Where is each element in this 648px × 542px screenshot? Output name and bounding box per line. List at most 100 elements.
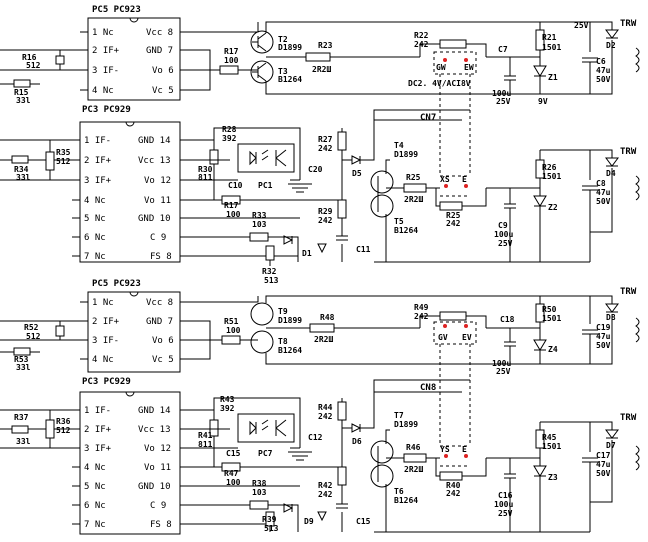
c9-value: 100u: [494, 230, 513, 239]
r45-label: R45: [542, 433, 557, 442]
pc929b-pin-8: FS 8: [150, 520, 172, 530]
t5-value: B1264: [394, 226, 418, 235]
pin-4-nc: 4 Nc: [92, 86, 114, 96]
c8-value: 47u: [596, 188, 611, 197]
pc929b-pin-6: 6 Nc: [84, 501, 106, 511]
pc929-pin-11: Vo 11: [144, 196, 171, 206]
r32-value: 513: [264, 276, 279, 285]
r37-value: 33l: [16, 437, 31, 446]
r22-value: 242: [414, 40, 429, 49]
pc923b-pin-8: Vcc 8: [146, 298, 173, 308]
r28-value: 392: [222, 134, 237, 143]
r26-value: 1501: [542, 172, 561, 181]
pc7-label: PC7: [258, 449, 273, 458]
t8-label: T8: [278, 337, 288, 346]
c7-label: C7: [498, 45, 508, 54]
r30-value: 811: [198, 173, 213, 182]
r27-value: 242: [318, 144, 333, 153]
z1-value: 9V: [538, 97, 548, 106]
ground-icon: [288, 447, 312, 461]
c7-voltage: 25V: [496, 97, 511, 106]
pc929-pin-13: Vcc 13: [138, 156, 171, 166]
r30-label: R30: [198, 165, 213, 174]
channel-4: PC3 PC929 1 IF- 2 IF+ 3 IF+ 4 Nc 5 Nc 6 …: [0, 344, 640, 535]
r36-value: 512: [56, 426, 71, 435]
pin-8-vcc: Vcc 8: [146, 28, 173, 38]
r33-label: R33: [252, 211, 267, 220]
pc929b-pin-9: C 9: [150, 501, 166, 511]
ev-label: EV: [462, 333, 472, 342]
pc923b-pin-1: 1 Nc: [92, 298, 114, 308]
trw-coil-icon: [635, 317, 640, 343]
c9-label: C9: [498, 221, 508, 230]
c18-label: C18: [500, 315, 515, 324]
ic-pc3b-label: PC3 PC929: [82, 377, 131, 387]
r25-value: 2R2Ш: [404, 195, 423, 204]
ground-icon: [288, 179, 312, 193]
c17-label: C17: [596, 451, 611, 460]
r17-value: 100: [224, 56, 239, 65]
c8-voltage: 50V: [596, 197, 611, 206]
pin-3-ifminus: 3 IF-: [92, 66, 119, 76]
c20-label: C20: [308, 165, 323, 174]
t9-label: T9: [278, 307, 288, 316]
r17b-label: R17: [224, 201, 239, 210]
r38-value: 103: [252, 488, 267, 497]
c6-label: C6: [596, 57, 606, 66]
r25b-label: R25: [446, 211, 461, 220]
ic-pc5b-label: PC5 PC923: [92, 279, 141, 289]
r43-value: 392: [220, 404, 235, 413]
e-label: E: [462, 175, 467, 184]
r42-value: 242: [318, 490, 333, 499]
t8-value: B1264: [278, 346, 302, 355]
r35-label: R35: [56, 148, 71, 157]
r15-value: 33l: [16, 96, 31, 105]
r48-value: 2R2Ш: [314, 335, 333, 344]
t4-value: D1899: [394, 150, 418, 159]
pc923b-pin-2: 2 IF+: [92, 317, 120, 327]
r17b-value: 100: [226, 210, 241, 219]
r51-value: 100: [226, 326, 241, 335]
d6-label: D6: [352, 437, 362, 446]
r16-value: 512: [26, 61, 41, 70]
led-icon: [249, 150, 257, 166]
r52-value: 512: [26, 332, 41, 341]
gw-label: GW: [436, 63, 446, 72]
c8-label: C8: [596, 179, 606, 188]
z3-label: Z3: [548, 473, 558, 482]
r40-value: 242: [446, 489, 461, 498]
pc923b-pin-4: 4 Nc: [92, 355, 114, 365]
pc923b-pin-5: Vc 5: [152, 355, 174, 365]
r25-label: R25: [406, 173, 421, 182]
c16-voltage: 25V: [498, 509, 513, 518]
cn7-label: CN7: [420, 113, 436, 123]
r45-value: 1501: [542, 442, 561, 451]
r44-value: 242: [318, 412, 333, 421]
pc929b-pin-2: 2 IF+: [84, 425, 112, 435]
r35-value: 512: [56, 157, 71, 166]
pin-5-vc: Vc 5: [152, 86, 174, 96]
channel-2: PC3 PC929 1 IF- 2 IF+ 3 IF+ 4 Nc 5 Nc 6 …: [0, 74, 640, 285]
pc929-pin-8: FS 8: [150, 252, 172, 262]
pin-2-ifplus: 2 IF+: [92, 46, 120, 56]
t3-value: B1264: [278, 75, 302, 84]
r49-value: 242: [414, 312, 429, 321]
c16-value: 100u: [494, 500, 513, 509]
r28-label: R28: [222, 125, 237, 134]
led-icon: [249, 420, 257, 436]
trw-coil-icon: [635, 445, 640, 471]
r29-value: 242: [318, 216, 333, 225]
channel-1: PC5 PC923 1 Nc 2 IF+ 3 IF- 4 Nc Vcc 8 GN…: [0, 5, 640, 106]
r41-label: R41: [198, 431, 213, 440]
r29-label: R29: [318, 207, 333, 216]
c6-voltage: 50V: [596, 75, 611, 84]
xs-label: XS: [440, 175, 450, 184]
pin-1-nc: 1 Nc: [92, 28, 114, 38]
pin-7-gnd: GND 7: [146, 46, 173, 56]
pc929-pin-10: GND 10: [138, 214, 171, 224]
r51-label: R51: [224, 317, 239, 326]
pc1-label: PC1: [258, 181, 273, 190]
trw-output-3: TRW: [620, 287, 637, 297]
r53-label: R53: [14, 355, 29, 364]
r49-label: R49: [414, 303, 429, 312]
